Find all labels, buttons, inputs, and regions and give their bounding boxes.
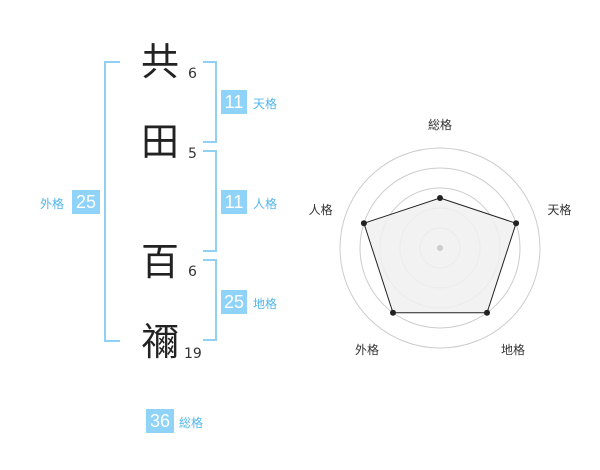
radar-point [437,195,443,201]
jinkaku-bracket [203,150,217,252]
radar-center-dot [437,245,443,251]
radar-axis-label: 地格 [501,342,525,357]
gaikaku-label: 外格 [40,197,65,211]
radar-points [360,195,520,316]
jinkaku-label: 人格 [253,197,278,211]
radar-axis-label: 総格 [428,117,452,132]
radar-grid-ring [359,167,521,329]
soukaku-label: 総格 [179,416,204,430]
radar-point [484,309,491,316]
chikaku-label: 地格 [253,297,278,311]
radar-axis-label: 外格 [355,342,379,357]
stroke-count-1: 6 [188,66,197,82]
jinkaku-value-badge: 11 [221,190,247,214]
name-char-2: 田 [140,120,179,164]
chikaku-value-badge: 25 [221,290,247,314]
stroke-count-3: 6 [188,264,197,280]
chikaku-bracket [203,259,217,341]
radar-point [513,220,520,227]
radar-grid-ring [339,147,541,349]
gaikaku-value-badge: 25 [72,190,100,214]
radar-point [360,220,367,227]
radar-axis-label: 人格 [309,202,333,217]
name-char-1: 共 [140,40,179,84]
tenkaku-bracket [203,61,217,143]
tenkaku-value-badge: 11 [221,90,247,114]
gaikaku-bracket [104,61,120,342]
name-char-4: 禰 [140,320,179,364]
radar-polygon [363,197,517,314]
name-char-3: 百 [140,240,179,284]
tenkaku-label: 天格 [253,97,278,111]
stroke-count-2: 5 [188,146,197,162]
soukaku-value-badge: 36 [146,409,174,433]
stroke-count-4: 19 [184,346,202,362]
radar-point [389,309,396,316]
radar-axis-label: 天格 [547,202,571,217]
